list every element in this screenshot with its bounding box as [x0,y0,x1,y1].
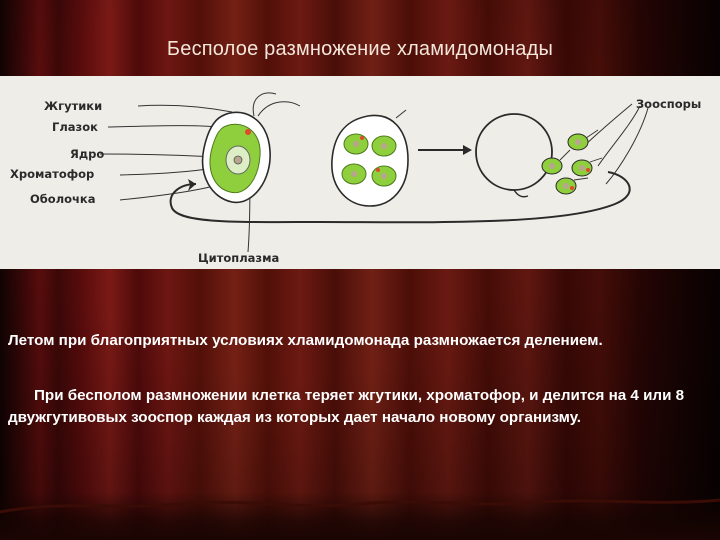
mature-cell [201,92,301,204]
label-cytoplasm: Цитоплазма [198,251,279,265]
label-chromatophore: Хроматофор [10,167,94,181]
paragraph-asexual-reproduction: При бесполом размножении клетка теряет ж… [8,387,685,426]
curtain-hem [0,498,720,514]
cycle-arrow-head [188,179,196,191]
chlamydomonas-diagram: Жгутики Глазок Ядро Хроматофор Оболочка … [0,76,720,269]
label-eyespot: Глазок [52,120,98,134]
zoospores [541,129,603,195]
diagram-svg: Жгутики Глазок Ядро Хроматофор Оболочка … [10,92,701,265]
label-nucleus: Ядро [70,147,104,161]
label-membrane: Оболочка [30,192,96,206]
label-zoospores: Зооспоры [636,97,701,111]
slide-title: Бесполое размножение хламидомонады [166,38,554,60]
paragraph-division: Летом при благоприятных условиях хламидо… [8,332,603,349]
dividing-cell [331,109,409,207]
stage-floor [0,492,720,540]
step-arrow-head [463,145,472,155]
label-flagella: Жгутики [44,99,102,113]
cycle-arrow [169,171,631,224]
empty-membrane [475,113,553,198]
